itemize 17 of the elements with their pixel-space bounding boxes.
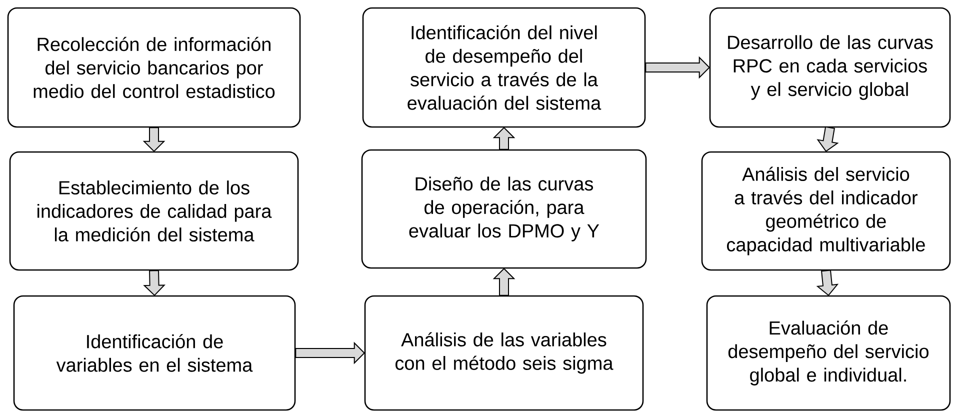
process-box: Diseño de las curvas de operación, para evaluar los DPMO y Y bbox=[361, 149, 647, 269]
process-box: Análisis del servicio a través del indicador geométrico de capacidad multivariable bbox=[701, 151, 951, 271]
block-arrow bbox=[492, 126, 516, 150]
process-box: Evaluación de desempeño del servicio global e individual. bbox=[706, 295, 951, 411]
process-box: Identificación del nivel de desempeño del servicio a través de la evaluación del sistema bbox=[362, 7, 646, 128]
process-box: Análisis de las variables con el método seis sigma bbox=[364, 295, 644, 411]
process-box: Identificación de variables en el sistema bbox=[13, 295, 296, 411]
block-arrow bbox=[143, 270, 166, 296]
process-box: Recolección de información del servicio bancarios por medio del control estadistico bbox=[7, 7, 301, 128]
process-box: Desarrollo de las curvas RPC en cada servicios y el servicio global bbox=[709, 7, 951, 128]
block-arrow bbox=[295, 342, 366, 364]
block-arrow bbox=[492, 268, 516, 296]
block-arrow bbox=[142, 127, 166, 152]
block-arrow bbox=[816, 270, 839, 296]
block-arrow bbox=[645, 56, 710, 79]
block-arrow bbox=[816, 126, 839, 152]
process-box: Establecimiento de los indicadores de calidad para la medición del sistema bbox=[9, 151, 299, 271]
